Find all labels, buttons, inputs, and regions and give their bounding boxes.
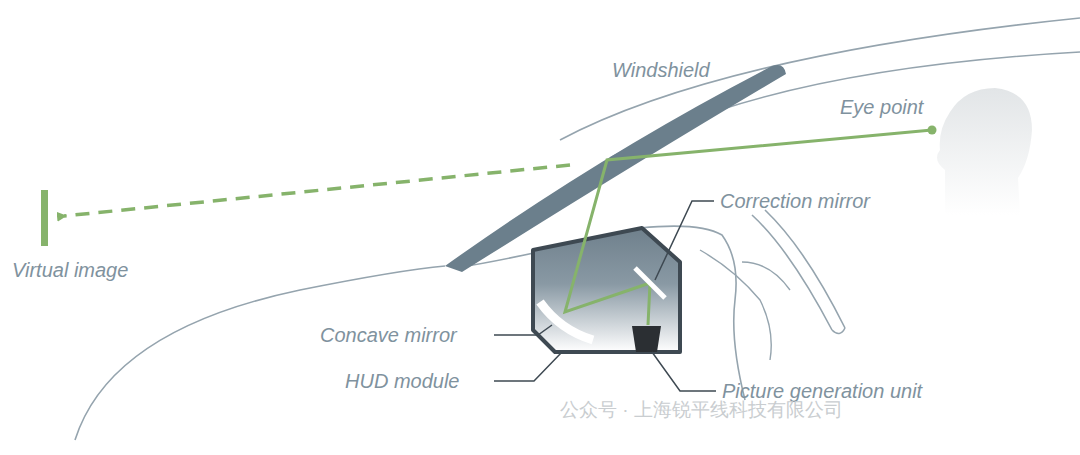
part-label: Windshield — [612, 58, 710, 82]
part-label: Eye point — [840, 95, 923, 119]
watermark: 公众号 · 上海锐平线科技有限公司 — [560, 399, 843, 422]
part-label: HUD module — [345, 369, 459, 393]
part-label: Virtual image — [12, 258, 128, 282]
part-label: Correction mirror — [720, 189, 870, 213]
part-label: Concave mirror — [320, 323, 457, 347]
